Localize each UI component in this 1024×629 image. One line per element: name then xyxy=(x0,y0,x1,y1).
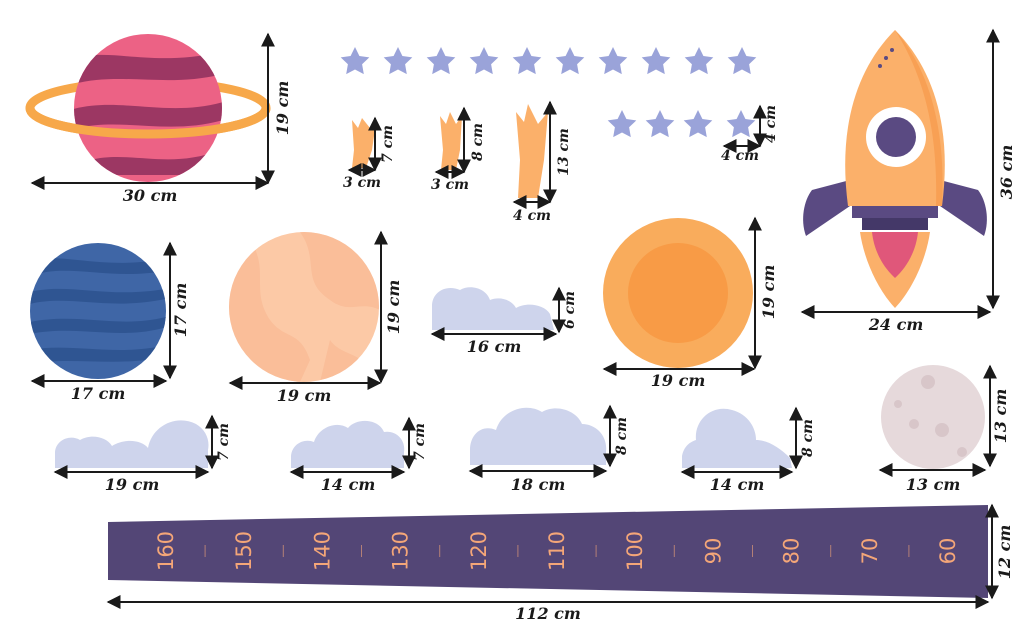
star-height-label: 4 cm xyxy=(763,105,779,143)
ruler-marks: 160 150 140 130 120 110 100 90 80 70 60 xyxy=(154,531,960,571)
ruler-mark-label: 160 xyxy=(154,531,178,571)
flame1-height-label: 7 cm xyxy=(380,125,396,163)
ringed-planet-width-label: 30 cm xyxy=(123,186,178,205)
star-icon xyxy=(684,47,714,75)
cloud4-width-label: 14 cm xyxy=(710,475,765,494)
star-dimensions xyxy=(722,104,767,153)
flame2-height-label: 8 cm xyxy=(470,123,486,161)
cloud3-height-label: 8 cm xyxy=(614,417,630,455)
star-icon xyxy=(607,110,637,138)
sun-icon xyxy=(603,218,753,368)
cloud-icon xyxy=(291,420,405,468)
star-icon xyxy=(512,47,542,75)
ruler-mark-label: 150 xyxy=(232,531,256,571)
cloud3-width-label: 18 cm xyxy=(511,475,566,494)
star-icon xyxy=(469,47,499,75)
peach-planet-height-label: 19 cm xyxy=(384,280,403,335)
stars-row-top xyxy=(340,47,757,75)
blue-planet-width-label: 17 cm xyxy=(71,384,126,403)
small-cloud-height-label: 6 cm xyxy=(562,291,578,329)
moon-height-label: 13 cm xyxy=(991,389,1010,444)
cloud2-height-label: 7 cm xyxy=(412,423,428,461)
cloud-icon xyxy=(432,287,554,330)
ruler-mark-label: 100 xyxy=(623,531,647,571)
height-ruler-icon xyxy=(108,505,988,598)
flame3-height-label: 13 cm xyxy=(556,128,572,176)
blue-planet-height-label: 17 cm xyxy=(171,283,190,338)
ringed-planet-icon xyxy=(25,34,271,182)
star-icon xyxy=(726,110,756,138)
sun-height-label: 19 cm xyxy=(759,265,778,320)
flame-icon xyxy=(516,104,548,198)
planet-icon xyxy=(229,232,379,382)
star-icon xyxy=(383,47,413,75)
flame1-width-label: 3 cm xyxy=(343,175,381,191)
moon-icon xyxy=(881,365,985,469)
ruler-mark-label: 110 xyxy=(545,531,569,571)
star-icon xyxy=(340,47,370,75)
star-icon xyxy=(641,47,671,75)
stars-row-bottom xyxy=(607,110,756,138)
cloud1-height-label: 7 cm xyxy=(216,423,232,461)
cloud4-height-label: 8 cm xyxy=(800,419,816,457)
ruler-mark-label: 120 xyxy=(467,531,491,571)
flame3-width-label: 4 cm xyxy=(513,208,551,224)
ruler-width-label: 112 cm xyxy=(515,604,581,623)
star-icon xyxy=(555,47,585,75)
ruler-mark-label: 90 xyxy=(701,538,725,565)
ruler-mark-label: 70 xyxy=(858,538,882,565)
star-width-label: 4 cm xyxy=(721,148,759,164)
cloud-icon xyxy=(470,407,607,465)
flame2-width-label: 3 cm xyxy=(431,177,469,193)
ringed-planet-dimensions xyxy=(30,32,275,190)
ruler-mark-label: 60 xyxy=(936,538,960,565)
star-icon xyxy=(598,47,628,75)
star-icon xyxy=(645,110,675,138)
planet-icon xyxy=(30,243,166,379)
ruler-mark-label: 140 xyxy=(310,531,334,571)
ruler-height-label: 12 cm xyxy=(995,525,1014,580)
star-icon xyxy=(426,47,456,75)
cloud-icon xyxy=(55,420,209,468)
peach-planet-width-label: 19 cm xyxy=(277,386,332,405)
star-icon xyxy=(727,47,757,75)
sun-width-label: 19 cm xyxy=(651,371,706,390)
ruler-mark-label: 80 xyxy=(780,538,804,565)
cloud1-width-label: 19 cm xyxy=(105,475,160,494)
star-icon xyxy=(683,110,713,138)
small-cloud-width-label: 16 cm xyxy=(467,337,522,356)
rocket-width-label: 24 cm xyxy=(868,315,924,334)
ringed-planet-height-label: 19 cm xyxy=(273,81,292,136)
flame-icon xyxy=(352,118,376,168)
rocket-height-label: 36 cm xyxy=(997,145,1016,200)
ruler-dimensions xyxy=(106,503,999,609)
cloud-icon xyxy=(682,408,792,468)
moon-width-label: 13 cm xyxy=(906,475,961,494)
rocket-dimensions xyxy=(800,28,1000,319)
rocket-icon xyxy=(803,30,987,308)
flame-icon xyxy=(440,112,462,170)
ruler-mark-label: 130 xyxy=(389,531,413,571)
cloud2-width-label: 14 cm xyxy=(321,475,376,494)
